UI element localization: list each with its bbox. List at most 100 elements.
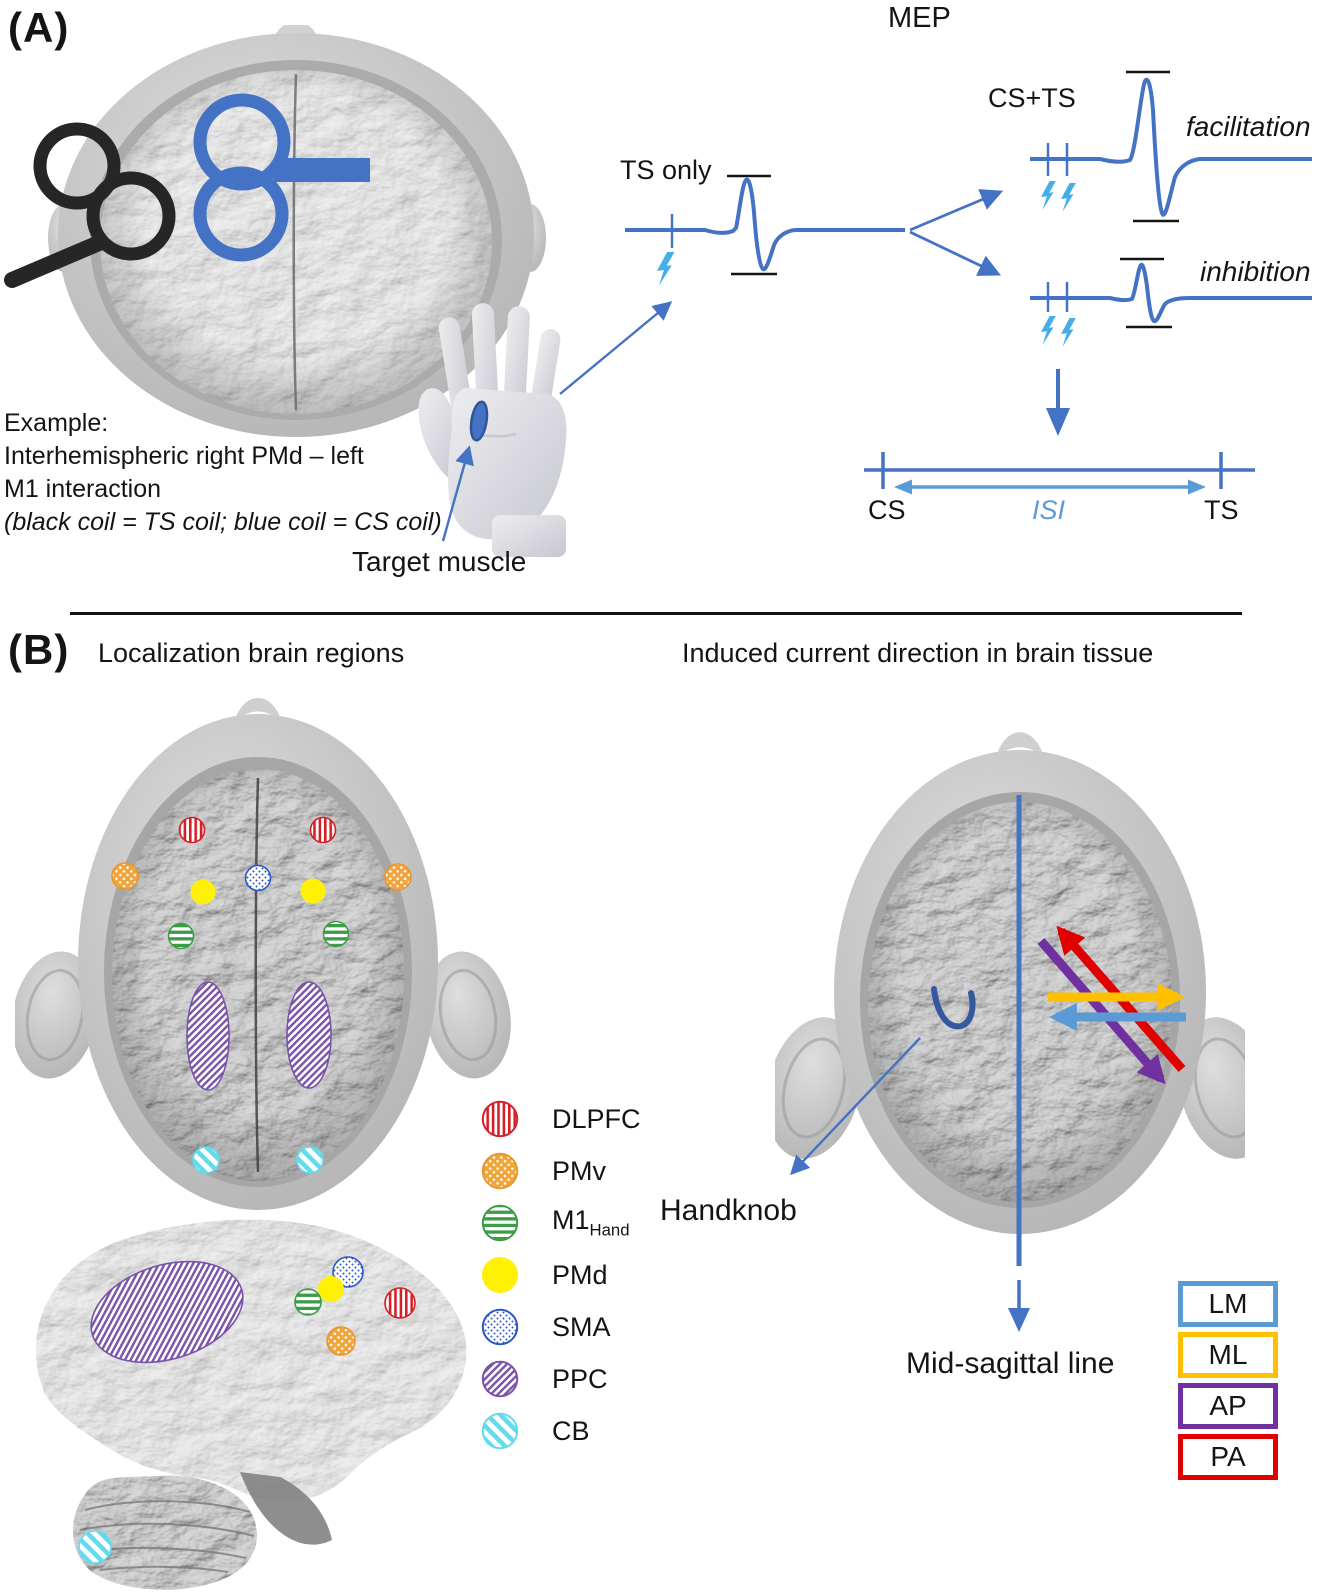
legend-label: M1Hand xyxy=(552,1205,630,1240)
handknob-arrow xyxy=(790,1037,921,1176)
panel-divider xyxy=(70,612,1242,615)
left-ear xyxy=(775,1017,862,1159)
handknob-mark xyxy=(931,986,976,1030)
midline-fissure xyxy=(254,777,260,1173)
legend-label: DLPFC xyxy=(552,1103,641,1134)
brain-lateral-view xyxy=(35,1219,467,1590)
current-direction-arrows xyxy=(1037,925,1186,1085)
legend-label: PA xyxy=(1210,1441,1246,1472)
example-line-2: Interhemispheric right PMd – left xyxy=(4,442,364,470)
cerebellum xyxy=(73,1475,257,1590)
brain-cortex xyxy=(100,70,492,414)
brainstem xyxy=(240,1472,332,1545)
legend-item-pmv: PMv xyxy=(481,1152,641,1190)
stimulus-bolt-icon xyxy=(657,252,675,287)
midsagittal-line xyxy=(1008,795,1030,1332)
fork-arrow-inhibition xyxy=(909,230,1002,276)
region-markers-top-view xyxy=(111,816,412,1174)
localization-title: Localization brain regions xyxy=(98,638,405,668)
example-line-4: (black coil = TS coil; blue coil = CS co… xyxy=(4,508,442,536)
head-top-view-current xyxy=(775,732,1245,1234)
pmd-swatch-icon xyxy=(482,1257,518,1293)
left-ear xyxy=(48,204,80,272)
head-top-view-regions xyxy=(15,698,511,1210)
legend-label: ML xyxy=(1208,1339,1248,1370)
brain-cortex xyxy=(112,769,404,1181)
cerebellum-striations xyxy=(79,1500,255,1573)
cb-swatch-icon xyxy=(481,1412,519,1450)
legend-item-ppc: PPC xyxy=(481,1360,641,1398)
ts-only-label: TS only xyxy=(620,155,712,185)
legend-item-cb: CB xyxy=(481,1412,641,1450)
stimulus-bolt-icon xyxy=(1041,316,1056,345)
panel-b-label: (B) xyxy=(8,626,70,673)
legend-label: PMv xyxy=(552,1155,606,1186)
down-arrow-to-timeline xyxy=(1046,369,1070,436)
legend-label: PPC xyxy=(552,1363,608,1394)
pmv-marker-right xyxy=(384,863,412,891)
black-ts-coil xyxy=(4,122,176,288)
direction-legend: LM ML AP PA xyxy=(1178,1281,1278,1485)
sma-marker xyxy=(244,864,272,892)
facilitation-label: facilitation xyxy=(1186,111,1311,142)
target-muscle-arrow xyxy=(441,445,474,542)
legend-item-dlpfc: DLPFC xyxy=(481,1100,641,1138)
cerebrum xyxy=(35,1219,467,1502)
m1-swatch-icon xyxy=(481,1204,519,1242)
m1-marker-left xyxy=(167,922,195,950)
legend-label: SMA xyxy=(552,1311,611,1342)
ts-label: TS xyxy=(1204,495,1239,525)
pmd-marker-right xyxy=(300,878,326,904)
pmd-marker xyxy=(318,1276,344,1302)
dlpfc-marker-left xyxy=(178,816,206,844)
region-legend: DLPFC PMv M1Hand PMd SMA PPC CB xyxy=(481,1100,641,1464)
ppc-marker xyxy=(90,1260,244,1364)
ap-arrow xyxy=(1037,938,1166,1085)
legend-box-ap: AP xyxy=(1178,1383,1278,1429)
region-markers-lateral xyxy=(78,1256,416,1564)
isi-label: ISI xyxy=(1032,495,1066,525)
cb-marker-left xyxy=(192,1146,220,1174)
cb-marker-right xyxy=(296,1146,324,1174)
legend-label: CB xyxy=(552,1415,590,1446)
dlpfc-swatch-icon xyxy=(481,1100,519,1138)
ppc-swatch-icon xyxy=(481,1360,519,1398)
nose xyxy=(272,25,320,42)
right-ear xyxy=(1178,1017,1245,1159)
cs-plus-ts-label: CS+TS xyxy=(988,83,1076,113)
target-muscle-label: Target muscle xyxy=(352,546,527,577)
handknob-label: Handknob xyxy=(660,1194,797,1227)
legend-item-m1hand: M1Hand xyxy=(481,1204,641,1242)
legend-label: LM xyxy=(1208,1288,1248,1319)
legend-box-ml: ML xyxy=(1178,1332,1278,1378)
pmv-marker-left xyxy=(111,862,139,890)
induced-current-title: Induced current direction in brain tissu… xyxy=(682,638,1154,668)
legend-box-pa: PA xyxy=(1178,1434,1278,1480)
left-ear xyxy=(15,951,98,1079)
legend-item-sma: SMA xyxy=(481,1308,641,1346)
ts-only-trace xyxy=(625,174,905,287)
ppc-marker-right xyxy=(286,981,332,1089)
fork-arrow-facilitation xyxy=(909,189,1004,232)
panel-a-label: (A) xyxy=(8,4,70,51)
pmv-marker xyxy=(326,1326,356,1356)
example-text: Example: Interhemispheric right PMd – le… xyxy=(4,407,442,539)
ppc-marker-left xyxy=(186,981,230,1091)
cb-marker xyxy=(78,1530,112,1564)
mep-title: MEP xyxy=(888,2,951,34)
head-top-view-panel-a xyxy=(48,25,546,437)
sma-marker xyxy=(332,1256,364,1288)
brain-cortex xyxy=(868,802,1172,1202)
m1-marker xyxy=(294,1288,322,1316)
isi-timeline xyxy=(864,452,1255,495)
nose xyxy=(234,698,282,722)
inhibition-label: inhibition xyxy=(1200,256,1311,287)
legend-box-lm: LM xyxy=(1178,1281,1278,1327)
right-ear xyxy=(425,951,511,1079)
dlpfc-marker-right xyxy=(309,816,337,844)
target-muscle-marker xyxy=(469,400,489,442)
midline-fissure xyxy=(292,73,298,411)
nose xyxy=(996,732,1044,757)
